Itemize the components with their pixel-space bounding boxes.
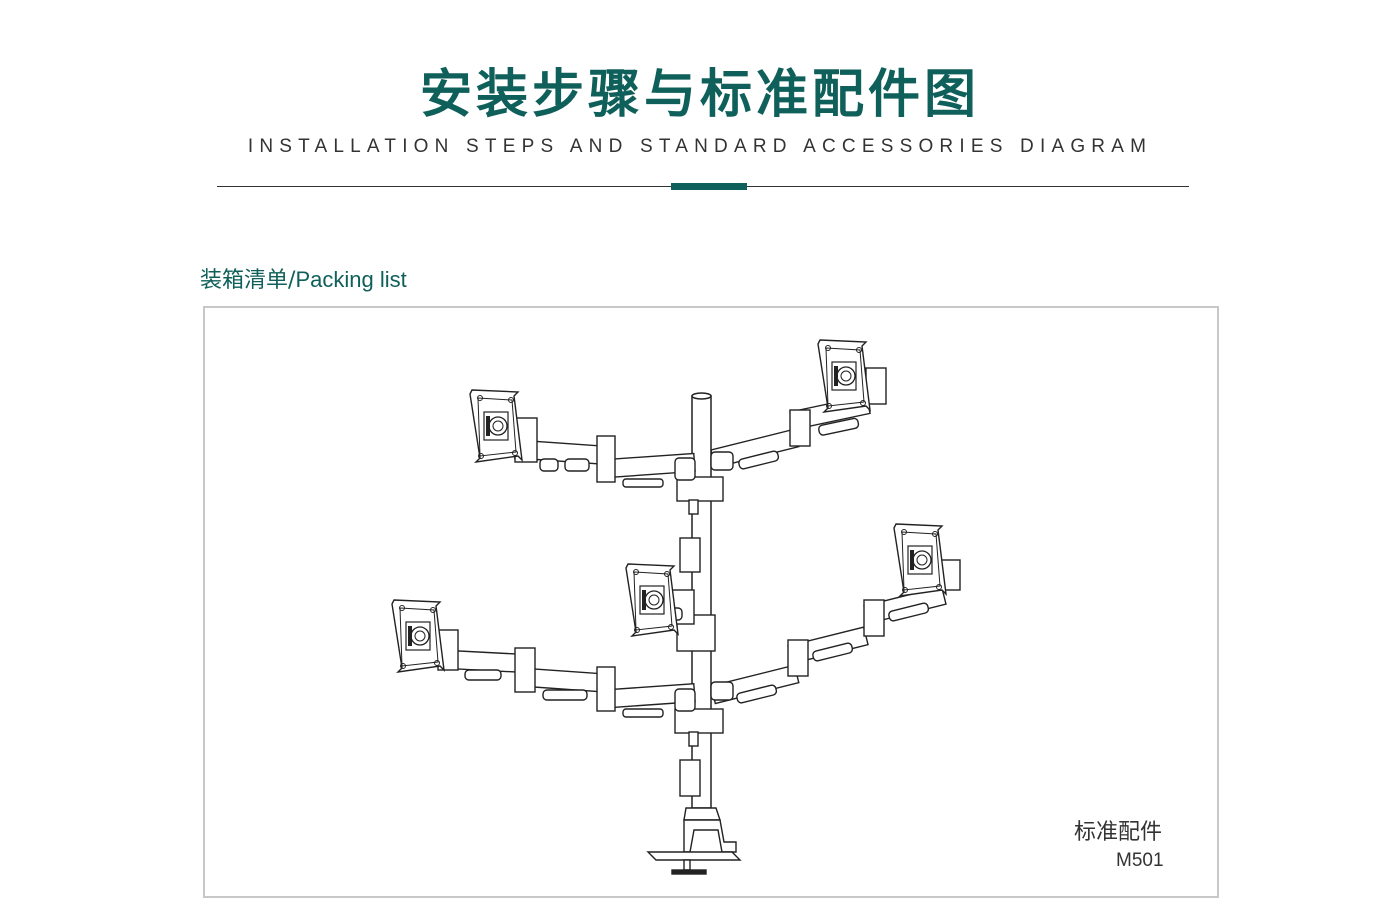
page-subtitle: INSTALLATION STEPS AND STANDARD ACCESSOR… <box>247 136 1153 157</box>
header-divider-accent <box>671 183 747 190</box>
vesa-plate-lower-left <box>391 599 445 673</box>
product-model: M501 <box>1116 850 1164 871</box>
page-title: 安装步骤与标准配件图 <box>419 65 980 125</box>
section-title-separator: / <box>288 268 296 293</box>
pole-collars <box>674 476 724 797</box>
packing-list-panel <box>203 306 1219 898</box>
arm-upper-right <box>710 367 887 471</box>
section-title: 装箱清单/Packing list <box>200 262 407 294</box>
desk-clamp <box>646 807 742 875</box>
section-title-cn: 装箱清单 <box>200 268 289 293</box>
section-title-en: Packing list <box>295 267 407 292</box>
arm-upper-left <box>513 417 696 488</box>
vesa-plate-upper-left <box>469 389 523 463</box>
vesa-plate-upper-right <box>817 339 871 413</box>
vesa-plate-center <box>625 563 679 637</box>
arm-lower-left <box>437 629 696 718</box>
product-caption: 标准配件 <box>1074 820 1163 845</box>
vesa-plate-lower-right <box>893 523 947 597</box>
